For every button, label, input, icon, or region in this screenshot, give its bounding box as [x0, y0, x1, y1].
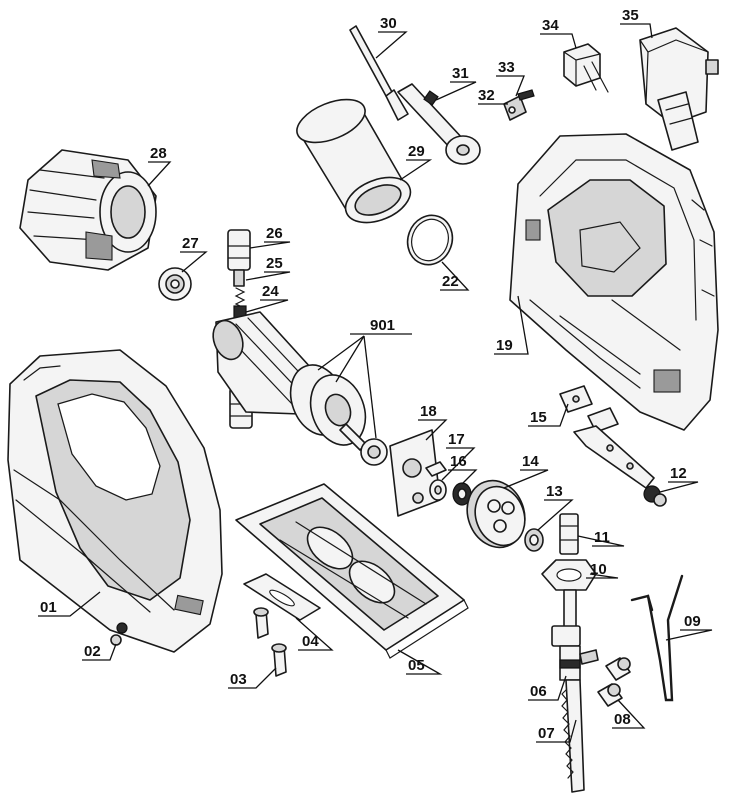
callout-26: 26 [266, 225, 283, 242]
part-34-switch [563, 43, 609, 93]
callout-17: 17 [448, 431, 465, 448]
callout-28: 28 [150, 145, 167, 162]
callout-31: 31 [452, 65, 469, 82]
part-22-ring [406, 214, 454, 266]
part-29-cylinder [296, 98, 412, 224]
callout-27: 27 [182, 235, 199, 252]
callout-32: 32 [478, 87, 495, 104]
callout-04: 04 [302, 633, 319, 650]
part-32-33-clip [503, 89, 535, 121]
part-06-clamp [559, 645, 599, 681]
part-27-bearing [158, 267, 192, 301]
callout-02: 02 [84, 643, 101, 660]
callout-01: 01 [40, 599, 57, 616]
callout-22: 22 [442, 273, 459, 290]
part-11-plunger-top [559, 513, 579, 555]
callout-10: 10 [590, 561, 607, 578]
callout-08: 08 [614, 711, 631, 728]
callout-15: 15 [530, 409, 547, 426]
callout-14: 14 [522, 453, 539, 470]
part-09-wire [630, 574, 684, 702]
callout-19: 19 [496, 337, 513, 354]
part-05-base [235, 483, 469, 659]
part-12-guide-bar [573, 425, 667, 507]
part-18-plate [389, 429, 447, 517]
callout-07: 07 [538, 725, 555, 742]
callout-16: 16 [450, 453, 467, 470]
part-901-armature [212, 311, 388, 466]
callout-33: 33 [498, 59, 515, 76]
callout-12: 12 [670, 465, 687, 482]
callout-18: 18 [420, 403, 437, 420]
callout-09: 09 [684, 613, 701, 630]
part-17-washer [429, 479, 447, 501]
part-10-plunger [541, 559, 597, 647]
callout-labels: 30 31 32 33 34 35 28 29 27 26 25 24 22 1… [40, 7, 701, 742]
callout-leaders [38, 23, 713, 743]
callout-13: 13 [546, 483, 563, 500]
callout-34: 34 [542, 17, 559, 34]
part-19-housing [509, 133, 719, 431]
part-07-blade [561, 679, 585, 793]
part-14-gear [466, 479, 526, 549]
part-01-housing [7, 349, 223, 653]
part-30-rod [349, 25, 409, 121]
callout-06: 06 [530, 683, 547, 700]
part-03-screws [253, 607, 287, 677]
callout-30: 30 [380, 15, 397, 32]
callout-29: 29 [408, 143, 425, 160]
part-28-stator [19, 149, 157, 271]
part-35-switch-block [639, 27, 719, 151]
callout-35: 35 [622, 7, 639, 24]
callout-24: 24 [262, 283, 279, 300]
part-08-screws [597, 657, 631, 707]
part-13-roller [524, 528, 544, 552]
part-02-screw [110, 634, 122, 646]
part-15-pad [559, 385, 619, 433]
callout-05: 05 [408, 657, 425, 674]
part-31-sleeve [397, 83, 481, 165]
part-26-brush-holder [227, 229, 251, 287]
callout-11: 11 [594, 529, 610, 546]
callout-901: 901 [370, 317, 395, 334]
part-04-plate [243, 573, 321, 621]
callout-03: 03 [230, 671, 247, 688]
callout-25: 25 [266, 255, 283, 272]
